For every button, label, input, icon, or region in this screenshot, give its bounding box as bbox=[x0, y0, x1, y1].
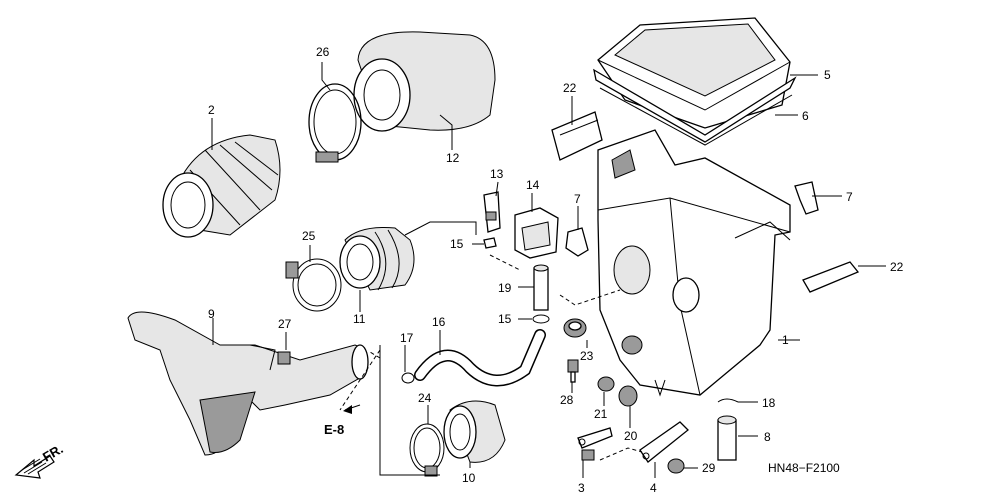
clip-7-right bbox=[794, 181, 819, 215]
clip-17 bbox=[401, 372, 415, 384]
callout-1: 1 bbox=[782, 333, 789, 347]
callout-15-upper: 15 bbox=[450, 237, 464, 251]
callout-5: 5 bbox=[824, 68, 831, 82]
callout-2: 2 bbox=[208, 103, 215, 117]
clip-7-left bbox=[565, 227, 589, 257]
callout-16: 16 bbox=[432, 315, 446, 329]
callout-25: 25 bbox=[302, 229, 316, 243]
callout-23: 23 bbox=[580, 349, 594, 363]
reference-label: E-8 bbox=[324, 422, 344, 437]
air-cleaner-case bbox=[597, 129, 791, 396]
filter-cage bbox=[162, 134, 281, 238]
washer-21 bbox=[597, 376, 615, 392]
drain-tube-19 bbox=[533, 264, 549, 311]
callout-9: 9 bbox=[208, 307, 215, 321]
callout-28: 28 bbox=[560, 393, 574, 407]
clamp-25 bbox=[285, 258, 342, 312]
grommet-23 bbox=[563, 318, 587, 338]
breather-hose-16 bbox=[414, 329, 546, 387]
pad-22-left bbox=[551, 111, 603, 161]
callout-14: 14 bbox=[526, 178, 540, 192]
intake-boot-11 bbox=[339, 227, 415, 291]
clamp-24 bbox=[409, 423, 445, 477]
callout-7-right: 7 bbox=[846, 190, 853, 204]
clip-18 bbox=[717, 398, 739, 403]
callout-12: 12 bbox=[446, 151, 460, 165]
bracket-13 bbox=[483, 191, 501, 233]
leader-lines bbox=[211, 62, 886, 478]
bolt-28 bbox=[567, 359, 579, 383]
stay-3 bbox=[577, 427, 613, 461]
grommet-20 bbox=[618, 385, 638, 407]
air-filter-element bbox=[353, 31, 496, 132]
clip-15-lower bbox=[532, 314, 550, 324]
pad-22-right bbox=[802, 261, 860, 293]
callout-17: 17 bbox=[400, 331, 414, 345]
callout-8: 8 bbox=[764, 430, 771, 444]
callout-27: 27 bbox=[278, 317, 292, 331]
callout-18: 18 bbox=[762, 396, 776, 410]
callout-6: 6 bbox=[802, 109, 809, 123]
callout-24: 24 bbox=[418, 391, 432, 405]
callout-21: 21 bbox=[594, 407, 608, 421]
air-cleaner-cover bbox=[593, 17, 797, 143]
callout-15-lower: 15 bbox=[498, 312, 512, 326]
callout-7-left: 7 bbox=[574, 192, 581, 206]
cover-seal bbox=[599, 87, 793, 146]
clamp-26 bbox=[308, 83, 362, 163]
connecting-boot-10 bbox=[443, 400, 506, 463]
callout-3: 3 bbox=[578, 481, 585, 495]
callout-20: 20 bbox=[624, 429, 638, 443]
clip-15-upper bbox=[483, 237, 497, 249]
stay-4 bbox=[639, 379, 689, 463]
callout-4: 4 bbox=[650, 481, 657, 495]
callout-10: 10 bbox=[462, 471, 476, 485]
callout-29: 29 bbox=[702, 461, 716, 475]
callout-11: 11 bbox=[353, 312, 366, 326]
callout-13: 13 bbox=[490, 167, 504, 181]
intake-duct bbox=[127, 311, 369, 456]
tube-8 bbox=[717, 415, 737, 461]
reference-arrow bbox=[343, 404, 361, 414]
front-direction-arrow bbox=[14, 455, 55, 479]
diagram-code: HN48−F2100 bbox=[768, 461, 840, 475]
nut-29 bbox=[667, 458, 685, 474]
callout-19: 19 bbox=[498, 281, 512, 295]
callout-22-right: 22 bbox=[890, 260, 904, 274]
callout-26: 26 bbox=[316, 45, 330, 59]
callout-22-top: 22 bbox=[563, 81, 577, 95]
block-14 bbox=[514, 207, 559, 259]
